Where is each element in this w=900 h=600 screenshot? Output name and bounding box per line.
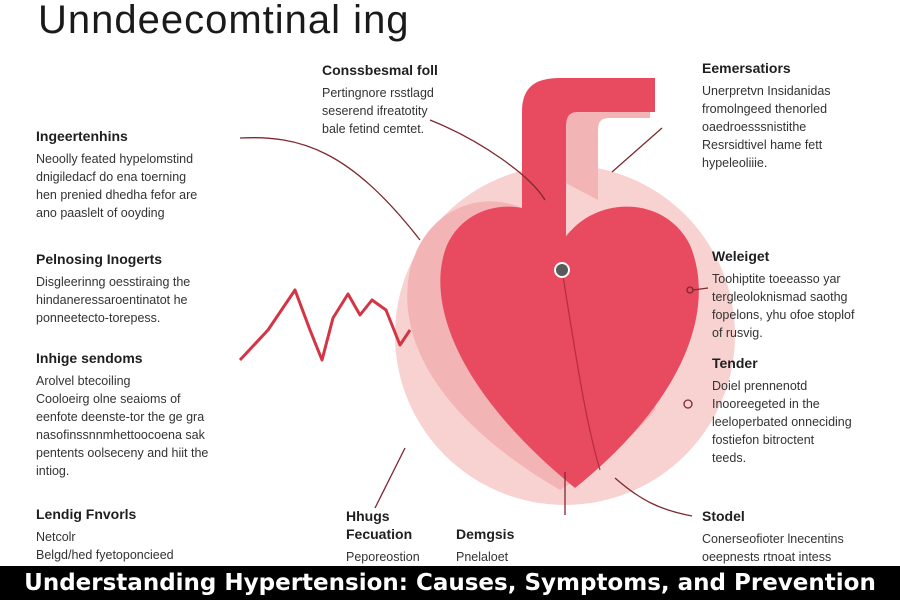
block-line: Pnelaloet <box>456 550 509 564</box>
text-block-bottom-2: Fecuation Peporeostion <box>346 526 446 566</box>
marker-right2 <box>686 286 694 294</box>
block-line: dnigiledacf do ena toerning <box>36 170 187 184</box>
block-line: bale fetind cemtet. <box>322 122 425 136</box>
text-block-top-middle: Conssbesmal foll Pertingnore rsstlagd se… <box>322 62 502 138</box>
block-line: fopelons, yhu ofoe stoplof <box>712 308 855 322</box>
block-line: Neoolly feated hypelomstind <box>36 152 194 166</box>
text-block-right-3: Tender Doiel prennenotd Inooreegeted in … <box>712 355 892 467</box>
block-line: Arolvel btecoiling <box>36 374 131 388</box>
block-line: eenfote deenste-tor the ge gra <box>36 410 205 424</box>
block-line: Inooreegeted in the <box>712 397 820 411</box>
caption-banner: Understanding Hypertension: Causes, Symp… <box>0 566 900 600</box>
block-line: seserend ifreatotity <box>322 104 428 118</box>
block-title: Demgsis <box>456 526 515 542</box>
text-block-left-3: Inhige sendoms Arolvel btecoiling Cooloe… <box>36 350 266 480</box>
connector-bottom1 <box>374 447 406 509</box>
text-block-bottom-3: Demgsis Pnelaloet <box>456 526 556 566</box>
text-block-right-2: Weleiget Toohiptite toeeasso yar tergleo… <box>712 248 892 342</box>
block-line: pentents oolseceny and hiit the <box>36 446 209 460</box>
connector-right4 <box>614 477 693 517</box>
block-title: Stodel <box>702 508 745 524</box>
page-title: Unndeecomtinal ing <box>38 0 410 42</box>
text-block-bottom-1: Hhugs <box>346 508 446 530</box>
block-line: nasofinssnnmhettoocoena sak <box>36 428 205 442</box>
text-block-left-4: Lendig Fnvorls Netcolr Belgd/hed fyetopo… <box>36 506 266 564</box>
block-line: fromolngeed thenorled <box>702 102 828 116</box>
block-line: Disgleerinng oesstiraing the <box>36 275 191 289</box>
block-line: intiog. <box>36 464 70 478</box>
heart-center-line <box>561 269 601 471</box>
text-block-left-2: Pelnosing Inogerts Disgleerinng oesstira… <box>36 251 266 327</box>
heart <box>440 206 699 488</box>
aorta <box>522 78 655 250</box>
text-block-right-1: Eemersatiors Unerpretvn Insidanidas from… <box>702 60 892 172</box>
block-line: Toohiptite toeeasso yar <box>712 272 841 286</box>
block-line: hen prenied dhedha fefor are <box>36 188 198 202</box>
block-line: ano paaslelt of ooyding <box>36 206 165 220</box>
heart-center-dot <box>554 262 570 278</box>
block-title: Weleiget <box>712 248 770 264</box>
text-block-right-4: Stodel Conerseofioter lnecentins oeepnes… <box>702 508 892 566</box>
ecg-wave <box>238 288 412 362</box>
block-title: Eemersatiors <box>702 60 791 76</box>
block-line: Netcolr <box>36 530 76 544</box>
block-line: hindaneressaroentinatot he <box>36 293 188 307</box>
block-title: Tender <box>712 355 758 371</box>
connector-left1 <box>239 137 421 241</box>
marker-right3 <box>683 399 693 409</box>
block-line: of rusvig. <box>712 326 763 340</box>
block-line: leeloperbated onneciding <box>712 415 852 429</box>
block-line: hypeleoliiie. <box>702 156 768 170</box>
connector-right2 <box>692 287 709 291</box>
block-line: Belgd/hed fyetoponcieed <box>36 548 174 562</box>
connector-topmid <box>429 119 546 201</box>
block-line: Pertingnore rsstlagd <box>322 86 434 100</box>
block-title: Conssbesmal foll <box>322 62 438 78</box>
block-line: Resrsidtivel hame fett <box>702 138 823 152</box>
block-line: oeepnests rtnoat intess <box>702 550 832 564</box>
block-line: fostiefon bitroctent <box>712 433 815 447</box>
block-title: Fecuation <box>346 526 413 542</box>
text-block-left-1: Ingeertenhins Neoolly feated hypelomstin… <box>36 128 266 222</box>
block-title: Ingeertenhins <box>36 128 128 144</box>
block-line: Doiel prennenotd <box>712 379 808 393</box>
block-title: Lendig Fnvorls <box>36 506 137 522</box>
connector-right1 <box>611 127 663 173</box>
block-line: oaedroesssnistithe <box>702 120 807 134</box>
connector-lines <box>239 119 709 517</box>
block-line: tergleoloknismad saothg <box>712 290 848 304</box>
block-line: Unerpretvn Insidanidas <box>702 84 831 98</box>
block-line: Peporeostion <box>346 550 420 564</box>
heart-illustration <box>238 78 735 517</box>
block-title: Inhige sendoms <box>36 350 143 366</box>
block-title: Pelnosing Inogerts <box>36 251 163 267</box>
block-title: Hhugs <box>346 508 390 524</box>
block-line: teeds. <box>712 451 747 465</box>
block-line: Conerseofioter lnecentins <box>702 532 844 546</box>
block-line: Cooloeirg olne seaioms of <box>36 392 181 406</box>
block-line: ponneetecto-torepess. <box>36 311 161 325</box>
aorta-shadow <box>560 84 650 200</box>
